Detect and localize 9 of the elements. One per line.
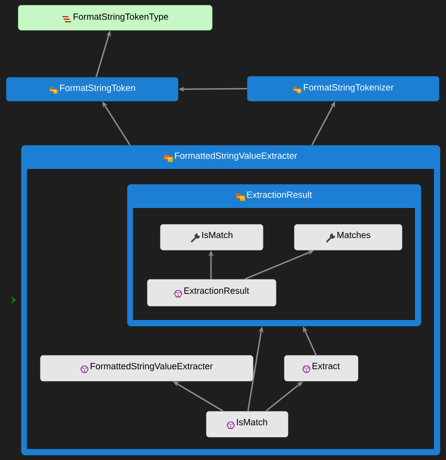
member-box: Extract xyxy=(284,355,358,382)
class-box: FormatStringToken xyxy=(6,77,178,102)
member-box: IsMatch xyxy=(160,224,264,250)
enum-box: FormatStringTokenType xyxy=(18,5,212,30)
member-box: FormattedStringValueExtracter xyxy=(40,355,254,382)
class-box: FormatStringTokenizer xyxy=(247,76,440,102)
member-box: Matches xyxy=(294,224,402,250)
member-box: ExtractionResult xyxy=(147,279,276,306)
member-box: IsMatch xyxy=(206,411,288,438)
